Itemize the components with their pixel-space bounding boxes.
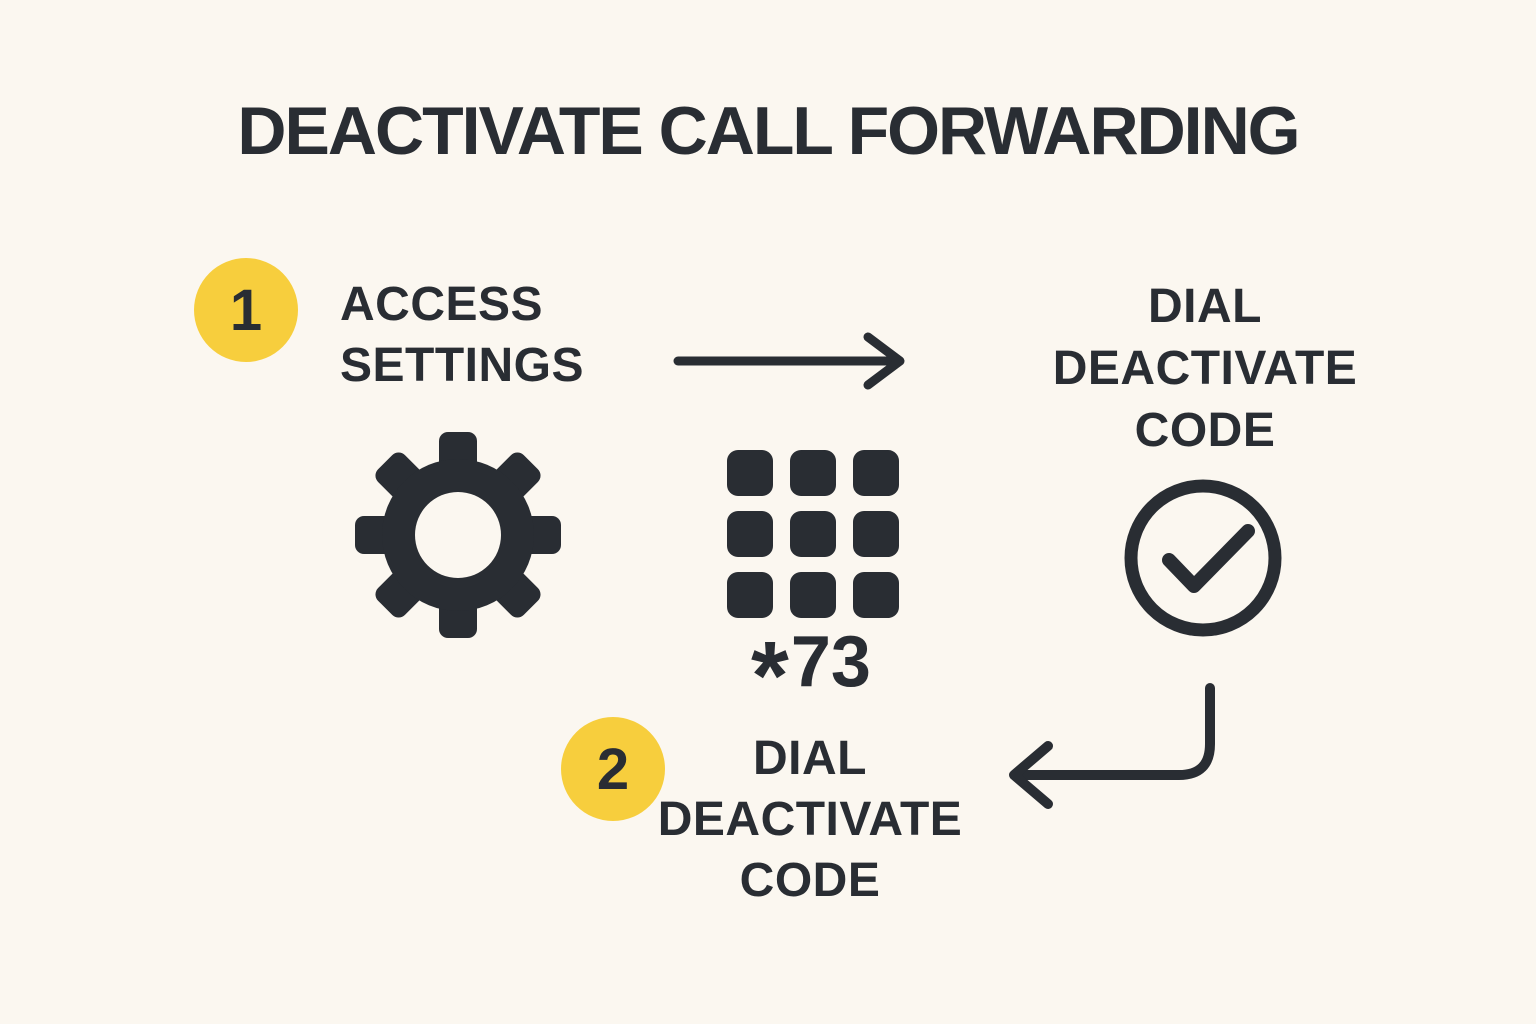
keypad-key — [853, 511, 899, 557]
dial-code-digits: 73 — [790, 622, 871, 702]
page-title: DEACTIVATE CALL FORWARDING — [237, 93, 1300, 169]
dial-code: *73 — [751, 620, 871, 730]
step-1-label: ACCESS SETTINGS — [340, 278, 585, 392]
dial-deactivate-label-top: DIAL DEACTIVATE CODE — [1052, 280, 1358, 457]
keypad-icon — [727, 450, 899, 618]
keypad-key — [727, 450, 773, 496]
keypad-key — [853, 572, 899, 618]
step-2-label: DIAL DEACTIVATE CODE — [657, 732, 963, 907]
keypad-key — [790, 450, 836, 496]
keypad-key — [727, 572, 773, 618]
step-1-badge: 1 — [194, 258, 298, 362]
step-2-number: 2 — [596, 736, 630, 802]
check-circle-icon — [1124, 479, 1282, 637]
keypad-key — [727, 511, 773, 557]
step-1-number: 1 — [229, 277, 263, 343]
keypad-key — [853, 450, 899, 496]
arrow-right-icon — [673, 332, 905, 390]
gear-icon — [355, 432, 561, 638]
keypad-key — [790, 511, 836, 557]
step-2-badge: 2 — [561, 717, 665, 821]
arrow-return-left-icon — [1009, 683, 1215, 809]
keypad-key — [790, 572, 836, 618]
